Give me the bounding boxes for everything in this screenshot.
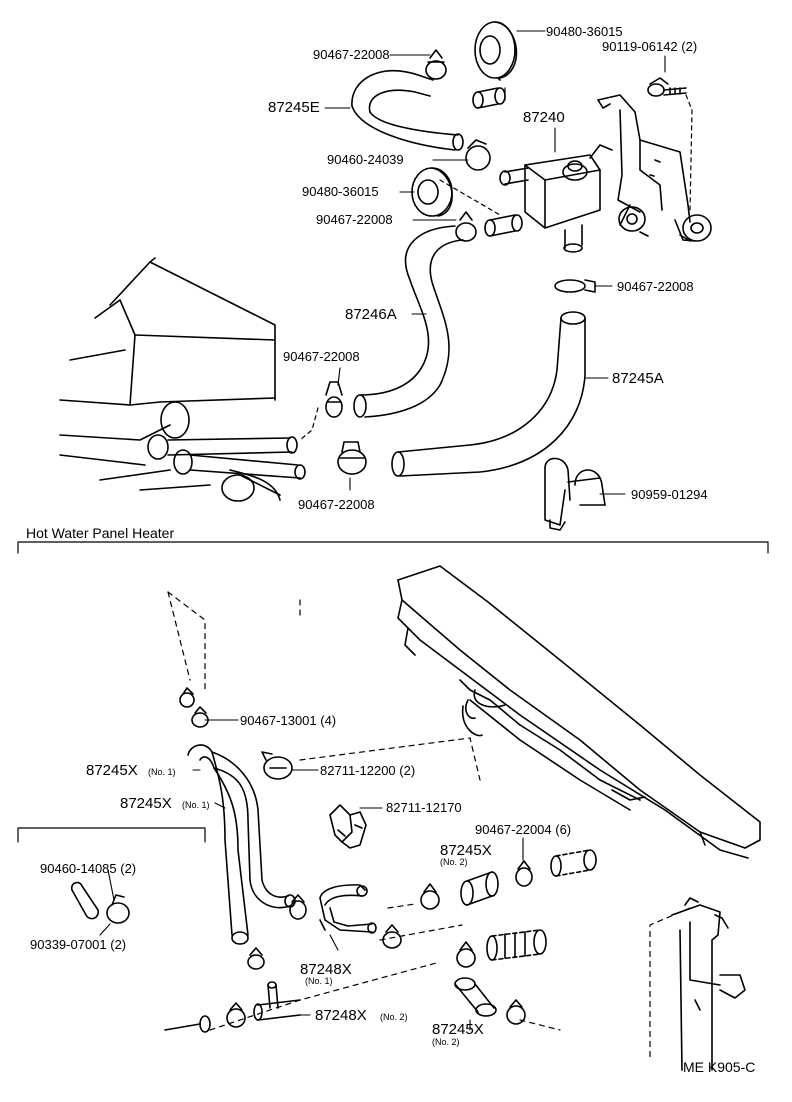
water-valve-87240 <box>499 144 613 253</box>
label-90460-14085: 90460-14085 (2) <box>40 861 137 876</box>
label-90480-36015-top: 90480-36015 <box>546 24 623 39</box>
label-90460-24039: 90460-24039 <box>327 152 404 167</box>
clamp-90467-22008-e <box>337 441 367 475</box>
label-87248X-no1: 87248X <box>300 961 352 978</box>
hose-87245X-no1 <box>187 744 296 945</box>
label-90959-01294: 90959-01294 <box>631 487 708 502</box>
hose-87246A <box>353 225 464 418</box>
grommet-90480-36015-mid <box>411 167 453 217</box>
label-90467-22008-b: 90467-22008 <box>316 212 393 227</box>
clamp-82711-12200 <box>261 751 293 780</box>
instrument-panel <box>397 565 761 859</box>
label-87245E: 87245E <box>268 99 320 116</box>
clamp-lower-left <box>247 894 307 970</box>
label-90467-22004: 90467-22004 (6) <box>475 822 572 837</box>
label-90119-06142: 90119-06142 (2) <box>602 39 698 54</box>
engine-block <box>59 257 306 502</box>
label-90467-22008-d: 90467-22008 <box>283 349 360 364</box>
clamp-90467-22008-b <box>455 211 477 242</box>
inset-parts <box>70 881 130 924</box>
label-90480-36015-mid: 90480-36015 <box>302 184 379 199</box>
label-90339-07001: 90339-07001 (2) <box>30 937 127 952</box>
section-title: Hot Water Panel Heater <box>26 525 175 541</box>
pipe-dashed-right <box>550 849 597 877</box>
sublabel-no1-a: (No. 1) <box>148 767 176 777</box>
leader-lines <box>99 30 666 1031</box>
hose-87245X-no2b <box>454 977 497 1017</box>
clamp-90467-22008-c <box>554 279 596 293</box>
valve-bracket <box>597 94 712 242</box>
sublabel-no1-b: (No. 1) <box>182 800 210 810</box>
label-87245X-no2-a: 87245X <box>440 842 492 859</box>
label-90467-22008-c: 90467-22008 <box>617 279 694 294</box>
label-87246A: 87246A <box>345 306 397 323</box>
label-87245A: 87245A <box>612 370 664 387</box>
hose-87245E <box>351 70 464 151</box>
label-87245X-no1-a: 87245X <box>86 762 138 779</box>
sublabel-no2-a: (No. 2) <box>440 857 468 867</box>
heater-unit <box>671 897 746 1071</box>
sublabel-no2-c: (No. 2) <box>432 1037 460 1047</box>
section-bracket <box>17 541 769 554</box>
hose-87245A <box>391 311 586 477</box>
clamp-no2-lower <box>456 941 476 968</box>
clip-82711-12170 <box>329 804 367 849</box>
label-82711-12200: 82711-12200 (2) <box>320 763 416 778</box>
leader-dashes-lower <box>167 591 691 1061</box>
fitting-mid <box>484 214 523 237</box>
pipe-ribbed <box>486 929 547 961</box>
label-87248X-no2: 87248X <box>315 1007 367 1024</box>
sublabel-no2-b: (No. 2) <box>380 1012 408 1022</box>
label-90467-13001: 90467-13001 (4) <box>240 713 337 728</box>
clamp-87248X <box>382 924 402 949</box>
label-87245X-no2-b: 87245X <box>432 1021 484 1038</box>
clamp-bottom-right <box>506 999 526 1025</box>
bolt-90119-06142 <box>647 77 687 97</box>
label-87245X-no1-b: 87245X <box>120 795 172 812</box>
sublabel-no1-c: (No. 1) <box>305 976 333 986</box>
pipe-87248X-no1 <box>319 884 377 934</box>
clamp-90460-24039 <box>465 139 491 171</box>
label-90467-22008-a: 90467-22008 <box>313 47 390 62</box>
clamp-90467-22008-a <box>425 49 447 80</box>
inset-bracket <box>17 827 206 843</box>
clamp-mid-right <box>420 883 440 910</box>
leader-dashes-top <box>439 87 693 216</box>
pipe-87248X-no2 <box>164 981 301 1033</box>
leader-dashes-mid <box>299 407 319 441</box>
grommet-90480-36015-top <box>474 21 518 79</box>
label-87240: 87240 <box>523 109 565 126</box>
drawing-code: ME K905-C <box>683 1059 756 1075</box>
hose-87245X-no2a <box>460 871 499 906</box>
clamp-90467-22008-d <box>325 381 343 418</box>
fitting-top <box>472 77 506 109</box>
clamp-90467-22004 <box>515 860 533 887</box>
clip-90959-01294 <box>544 457 606 531</box>
clamp-90467-13001 <box>179 687 209 728</box>
label-90467-22008-e: 90467-22008 <box>298 497 375 512</box>
label-82711-12170: 82711-12170 <box>386 800 462 815</box>
